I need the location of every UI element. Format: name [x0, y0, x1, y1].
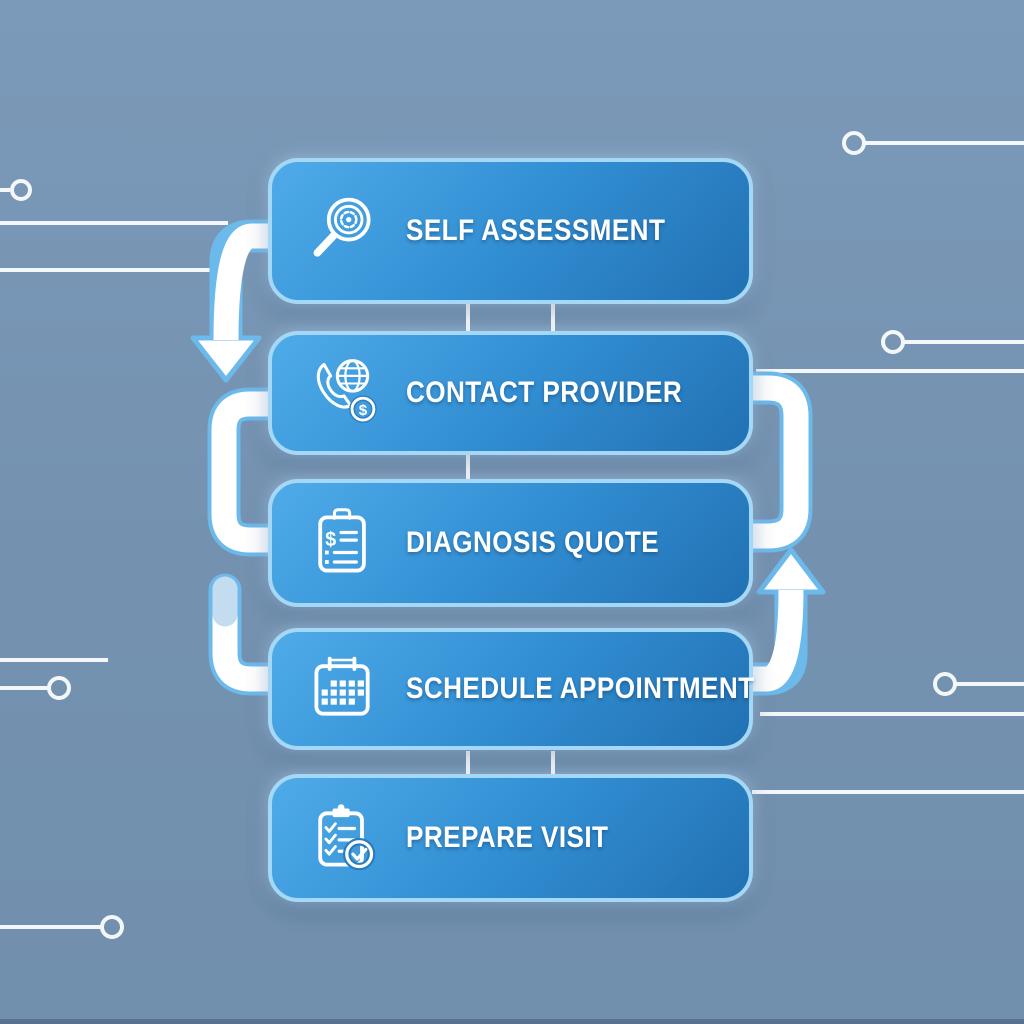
decor-node-circle — [881, 330, 905, 354]
left-loop-connector — [207, 387, 270, 557]
step-label: PREPARE VISIT — [406, 821, 609, 854]
left-stub-connector — [208, 573, 287, 696]
decor-node-circle — [10, 179, 32, 201]
decor-node-circle — [933, 672, 957, 696]
decor-node-circle — [842, 131, 866, 155]
magnifier-tire-icon — [300, 193, 386, 269]
clipboard-dollar-icon: $ — [300, 505, 386, 581]
up-arrow — [751, 547, 826, 696]
decor-node-circle — [100, 915, 124, 939]
step-box-prepare-visit: PREPARE VISIT — [268, 774, 753, 902]
calendar-icon — [300, 651, 386, 727]
down-arrow — [190, 219, 270, 383]
step-label: SCHEDULE APPOINTMENT — [406, 672, 755, 705]
checklist-check-icon — [300, 800, 386, 876]
svg-text:$: $ — [325, 529, 336, 551]
connector-ticks — [466, 303, 555, 774]
step-box-schedule-appointment: SCHEDULE APPOINTMENT — [268, 628, 755, 750]
right-loop-connector — [751, 371, 813, 553]
step-box-self-assessment: SELF ASSESSMENT — [268, 158, 753, 304]
step-box-contact-provider: $ CONTACT PROVIDER — [268, 331, 753, 455]
step-label: DIAGNOSIS QUOTE — [406, 526, 660, 559]
step-label: SELF ASSESSMENT — [406, 214, 666, 247]
step-label: CONTACT PROVIDER — [406, 376, 683, 409]
bottom-edge-strip — [0, 1019, 1024, 1024]
phone-globe-dollar-icon: $ — [300, 355, 386, 431]
svg-text:$: $ — [359, 402, 368, 419]
decor-node-circle — [47, 676, 71, 700]
step-box-diagnosis-quote: $ DIAGNOSIS QUOTE — [268, 479, 753, 607]
